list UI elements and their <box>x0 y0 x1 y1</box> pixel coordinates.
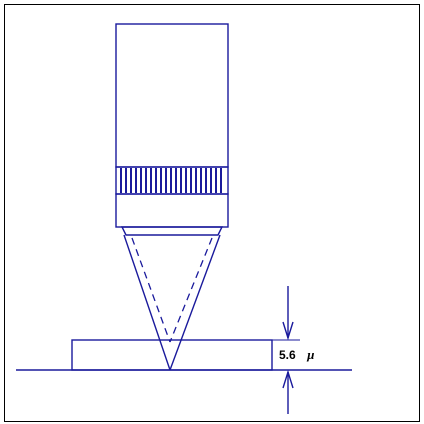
dimension-arrow-up <box>282 369 294 414</box>
lens-mount <box>120 226 224 236</box>
dimension-arrow-down <box>282 286 294 341</box>
objective-barrel <box>115 23 229 168</box>
measurement-unit: µ <box>306 347 315 362</box>
objective-lower-barrel <box>115 193 229 228</box>
light-cone <box>123 234 221 371</box>
measurement-value: 5.6 <box>279 348 296 362</box>
outer-border <box>4 4 420 422</box>
inner-cone-dashed <box>131 237 213 343</box>
knurled-ring <box>115 166 229 195</box>
